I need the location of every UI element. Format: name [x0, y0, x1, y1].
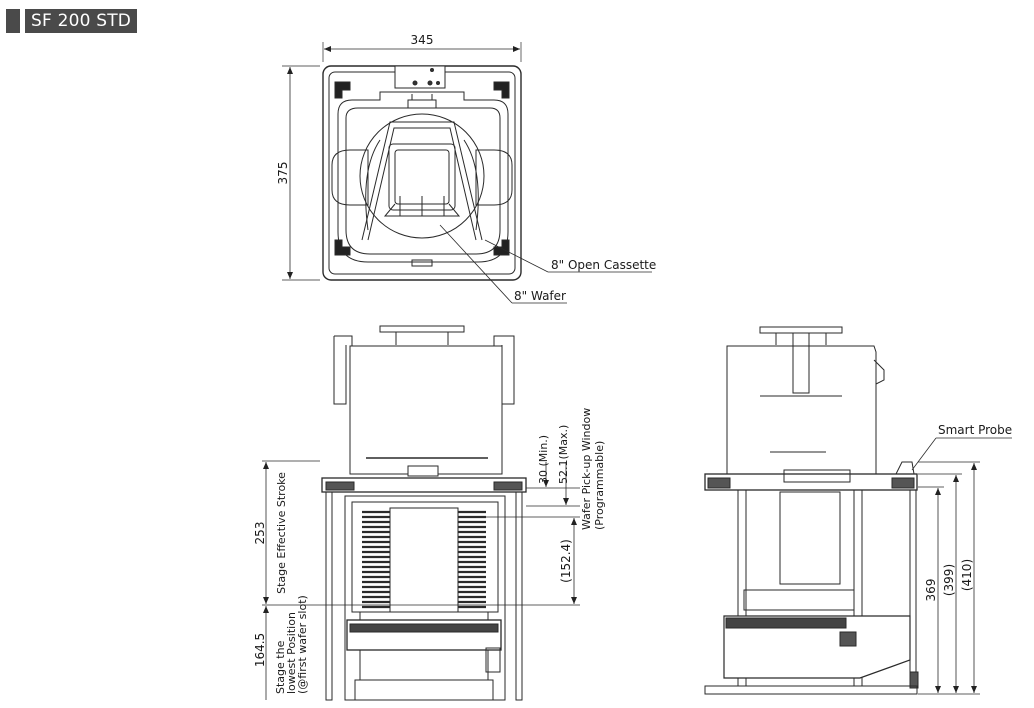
lowest-label-2: lowest Position: [285, 612, 298, 694]
dim-399: (399): [942, 564, 956, 596]
dim-253: 253: [253, 522, 267, 545]
dim-52-max: 52.1(Max.): [557, 425, 570, 484]
smart-probe-label: Smart Probe: [938, 423, 1012, 437]
wafer-label: 8" Wafer: [514, 289, 566, 303]
pickup-window-sub: (Programmable): [593, 441, 606, 530]
stroke-label: Stage Effective Stroke: [275, 472, 288, 594]
dim-30-min: 30 (Min.): [537, 435, 550, 484]
dim-164-5: 164.5: [253, 633, 267, 667]
top-height-dim: 375: [276, 162, 290, 185]
pickup-window-label: Wafer Pick-up Window: [580, 408, 593, 530]
top-width-dim: 345: [411, 33, 434, 47]
side-view: [704, 326, 1012, 695]
page-title: SF 200 STD: [25, 9, 138, 33]
front-view: [262, 325, 580, 701]
title-bar: SF 200 STD: [6, 8, 138, 34]
title-marker: [6, 9, 20, 33]
lowest-label-3: (@first wafer slot): [296, 595, 309, 694]
top-view: [282, 42, 652, 304]
cassette-label: 8" Open Cassette: [551, 258, 656, 272]
dim-369: 369: [924, 579, 938, 602]
dim-410: (410): [960, 559, 974, 591]
dim-152-4: (152.4): [559, 539, 573, 583]
lowest-label-1: Stage the: [274, 640, 287, 694]
